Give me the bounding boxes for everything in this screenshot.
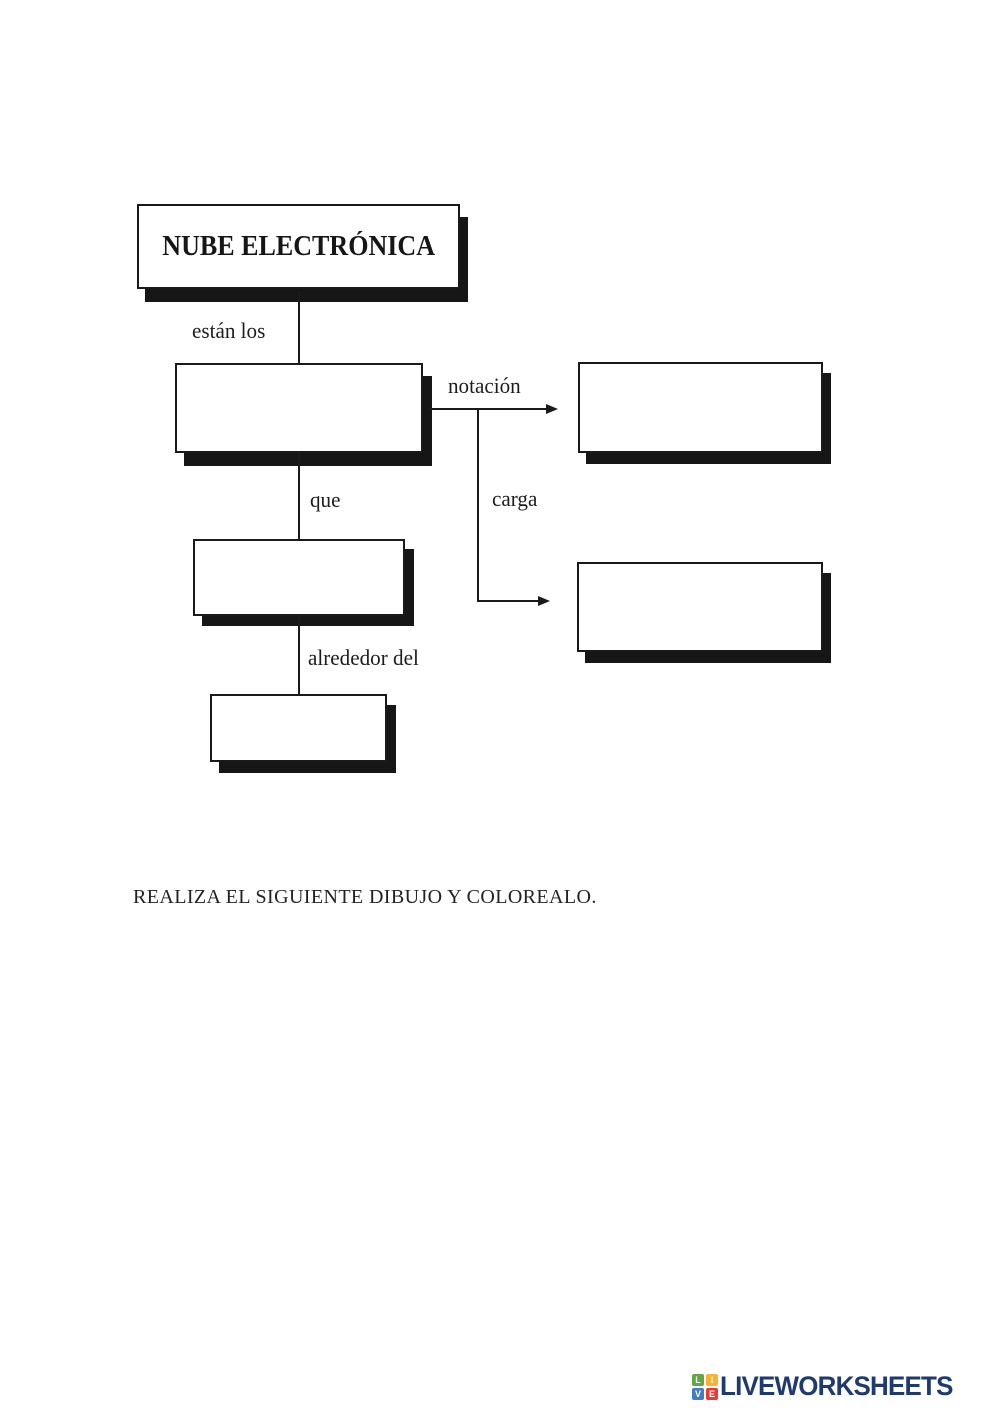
connector-label-estan-los: están los — [192, 318, 266, 343]
instruction-text: REALIZA EL SIGUIENTE DIBUJO Y COLOREALO. — [133, 886, 597, 908]
arrowhead-notacion-icon — [546, 404, 558, 414]
connector-label-alrededor-del: alrededor del — [308, 645, 419, 670]
blank-box-que[interactable] — [193, 539, 405, 616]
liveworksheets-grid-icon: L I V E — [692, 1373, 718, 1400]
blank-box-notacion[interactable] — [578, 362, 823, 453]
diagram-title: NUBE ELECTRÓNICA — [162, 230, 435, 262]
blank-box-alrededor-del[interactable] — [210, 694, 387, 762]
connector-que-line — [298, 453, 300, 539]
connector-label-notacion: notación — [448, 373, 521, 398]
brand-name: LIVEWORKSHEETS — [720, 1371, 953, 1401]
liveworksheets-logo[interactable]: L I V E LIVEWORKSHEETS — [692, 1371, 962, 1402]
blank-box-carga[interactable] — [577, 562, 823, 652]
connector-carga-hline — [477, 600, 539, 602]
connector-notacion-line — [427, 408, 547, 410]
logo-tile-i: I — [706, 1373, 718, 1386]
logo-tile-e: E — [706, 1387, 718, 1400]
connector-alrededor-line — [298, 616, 300, 694]
connector-label-carga: carga — [492, 486, 538, 511]
connector-carga-vline — [477, 408, 479, 602]
arrowhead-carga-icon — [538, 596, 550, 606]
logo-tile-v: V — [692, 1387, 704, 1400]
connector-label-que: que — [310, 487, 341, 512]
title-box: NUBE ELECTRÓNICA — [137, 204, 460, 289]
logo-tile-l: L — [692, 1373, 704, 1386]
blank-box-estan-los[interactable] — [175, 363, 423, 453]
connector-title-to-box1 — [298, 291, 300, 363]
